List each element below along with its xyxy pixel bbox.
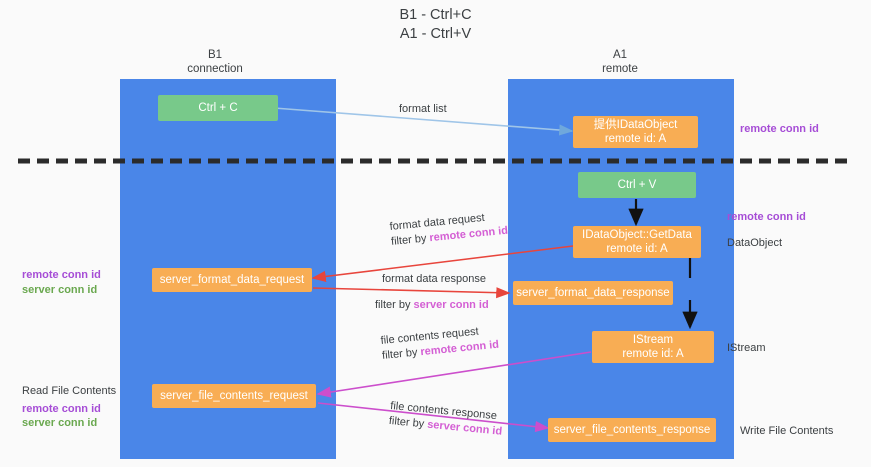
box-ctrl-c[interactable]: Ctrl + C [158, 95, 278, 121]
filter-prefix-2: filter by [375, 299, 414, 311]
box-server-file-contents-response[interactable]: server_file_contents_response [548, 418, 716, 442]
box-server-format-data-response[interactable]: server_format_data_response [513, 281, 673, 305]
box-getdata-line2: remote id: A [606, 243, 668, 255]
edge-label-format-data-response-filter: filter by server conn id [375, 298, 489, 313]
annotation-write-file-contents: Write File Contents [740, 425, 834, 437]
box-ctrl-c-label: Ctrl + C [198, 102, 238, 114]
annotation-left-remote-conn-id-2: remote conn id [22, 403, 101, 415]
box-server-format-data-request[interactable]: server_format_data_request [152, 268, 312, 292]
box-server-format-data-request-label: server_format_data_request [159, 274, 305, 286]
annotation-read-file-contents: Read File Contents [22, 385, 117, 397]
edge-label-file-contents-response: file contents response filter by server … [388, 399, 504, 440]
box-idataobject-getdata[interactable]: IDataObject::GetData remote id: A [573, 226, 701, 258]
annotation-dataobject: DataObject [727, 237, 783, 249]
edge-label-format-data-response: format data response [382, 272, 486, 287]
lane-a1-name: A1 [612, 49, 628, 61]
box-idataobject-line1: 提供IDataObject [593, 119, 678, 131]
annotation-remote-conn-id-top: remote conn id [740, 123, 819, 135]
box-idataobject-line2: remote id: A [604, 133, 667, 145]
box-ctrl-v[interactable]: Ctrl + V [578, 172, 696, 198]
edge-label-format-data-request: format data request filter by remote con… [389, 209, 509, 250]
title-line-1: B1 - Ctrl+C [399, 7, 472, 23]
box-istream-line2: remote id: A [622, 348, 684, 360]
box-ctrl-v-label: Ctrl + V [617, 179, 657, 191]
lane-b1-name: B1 [207, 49, 223, 61]
box-server-format-data-response-label: server_format_data_response [516, 287, 670, 299]
annotation-left-server-conn-id-2: server conn id [22, 417, 98, 429]
lane-header-b1: B1 connection [140, 48, 290, 76]
lane-header-a1: A1 remote [545, 48, 695, 76]
annotation-remote-conn-id-mid: remote conn id [727, 211, 806, 223]
lane-b1-sub: connection [187, 63, 243, 75]
diagram-title: B1 - Ctrl+C A1 - Ctrl+V [0, 6, 871, 44]
box-server-file-contents-request[interactable]: server_file_contents_request [152, 384, 316, 408]
edge-label-format-list: format list [399, 103, 447, 115]
box-getdata-line1: IDataObject::GetData [582, 229, 692, 241]
filter-prefix-3: filter by [381, 346, 422, 362]
title-line-2: A1 - Ctrl+V [399, 26, 472, 42]
box-istream-line1: IStream [632, 334, 674, 346]
annotation-left-server-conn-id: server conn id [22, 284, 98, 296]
edge-label-file-contents-request: file contents request filter by remote c… [380, 323, 500, 364]
filter-prefix: filter by [390, 232, 431, 248]
box-istream[interactable]: IStream remote id: A [592, 331, 714, 363]
annotation-istream: IStream [727, 342, 766, 354]
filter-key-server-conn-id: server conn id [413, 299, 489, 311]
edge-format-data-response [312, 287, 511, 299]
annotation-left-remote-conn-id: remote conn id [22, 269, 101, 281]
lane-a1-sub: remote [602, 63, 638, 75]
box-idataobject[interactable]: 提供IDataObject remote id: A [573, 116, 698, 148]
filter-prefix-4: filter by [388, 414, 428, 431]
box-server-file-contents-response-label: server_file_contents_response [553, 424, 711, 436]
edge-label-format-data-response-main: format data response [382, 273, 486, 285]
box-server-file-contents-request-label: server_file_contents_request [160, 390, 308, 402]
